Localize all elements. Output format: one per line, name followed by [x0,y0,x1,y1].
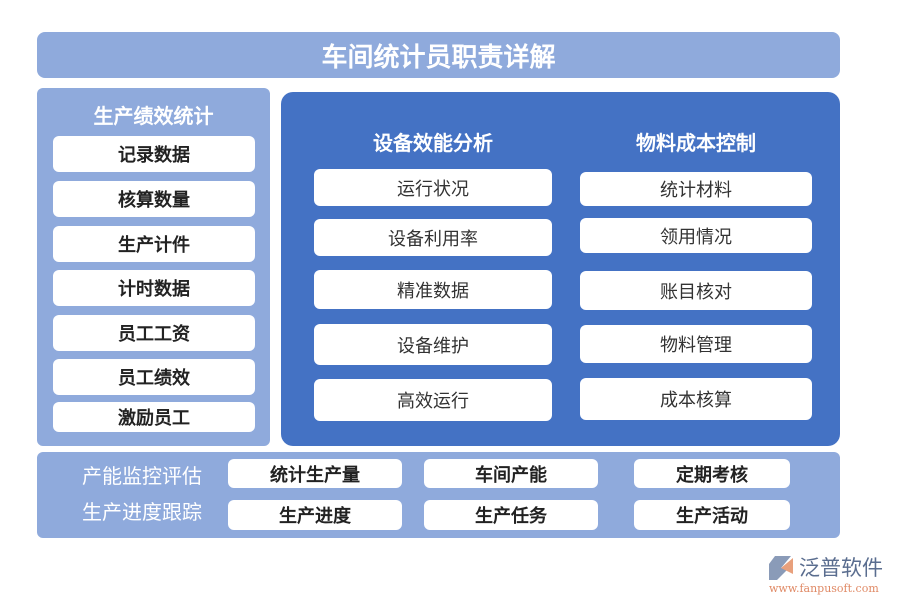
left-heading: 生产绩效统计 [93,104,214,128]
bottom-item: 定期考核 [634,459,790,488]
analysis-item: 精准数据 [314,270,552,309]
left-item: 生产计件 [53,226,255,262]
cost-item: 统计材料 [580,172,812,206]
cost-item: 成本核算 [580,378,812,420]
cost-item: 账目核对 [580,271,812,310]
logo-icon [769,556,793,580]
left-item: 员工绩效 [53,359,255,395]
bottom-item: 生产活动 [634,500,790,530]
left-item: 核算数量 [53,181,255,217]
analysis-item: 设备利用率 [314,219,552,256]
bottom-label-1: 产能监控评估 [82,464,202,488]
analysis-item: 设备维护 [314,324,552,365]
bottom-item: 生产进度 [228,500,402,530]
left-item: 计时数据 [53,270,255,306]
page-title: 车间统计员职责详解 [37,32,840,78]
center-heading-1: 设备效能分析 [373,131,493,155]
cost-item: 物料管理 [580,325,812,363]
analysis-item: 高效运行 [314,379,552,421]
bottom-item: 生产任务 [424,500,598,530]
center-heading-2: 物料成本控制 [636,131,756,155]
logo-text: 泛普软件 [799,556,883,580]
left-item: 员工工资 [53,315,255,351]
bottom-item: 车间产能 [424,459,598,488]
bottom-item: 统计生产量 [228,459,402,488]
logo-url: www.fanpusoft.com [769,582,879,595]
left-item: 记录数据 [53,136,255,172]
left-item: 激励员工 [53,402,255,432]
analysis-item: 运行状况 [314,169,552,206]
cost-item: 领用情况 [580,218,812,253]
logo: 泛普软件 www.fanpusoft.com [765,552,895,596]
bottom-label-2: 生产进度跟踪 [82,500,202,524]
